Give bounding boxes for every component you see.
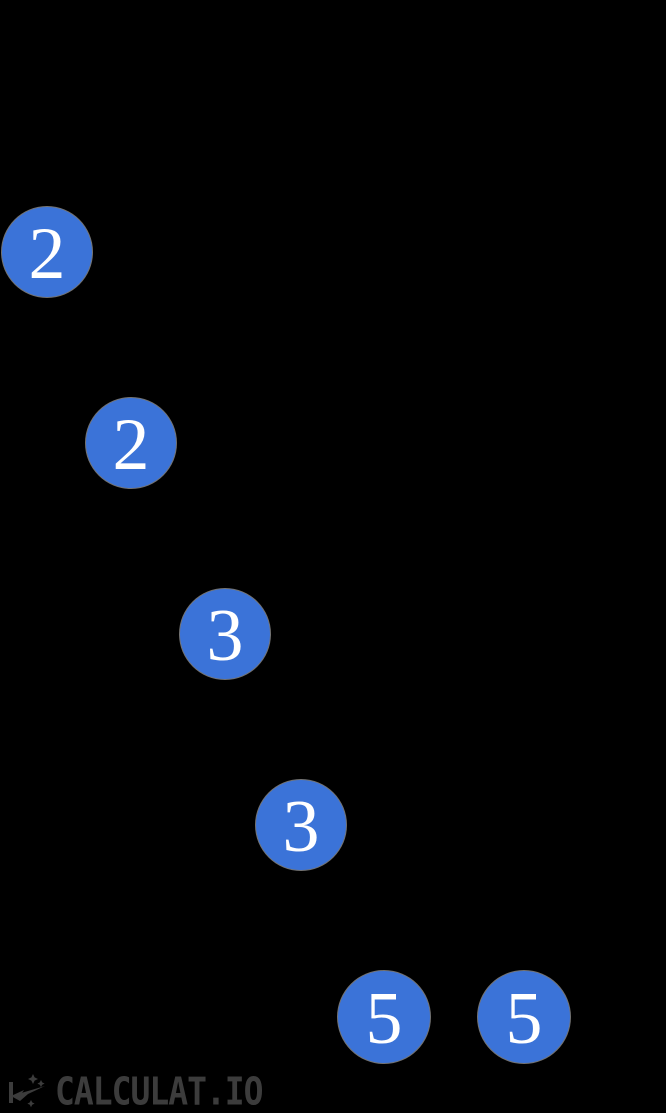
factor-node-5-a: 5 (338, 971, 430, 1063)
factor-node-5-b: 5 (478, 971, 570, 1063)
factor-node-label: 5 (505, 978, 543, 1060)
factor-node-label: 3 (282, 786, 320, 868)
factor-node-label: 3 (206, 595, 244, 677)
factor-node-2-a: 2 (2, 207, 92, 297)
factor-node-3-a: 3 (180, 589, 270, 679)
factor-node-2-b: 2 (86, 398, 176, 488)
factor-node-3-b: 3 (256, 780, 346, 870)
watermark-text: CALCULAT.IO (55, 1068, 264, 1113)
factor-node-label: 5 (365, 978, 403, 1060)
factor-node-label: 2 (112, 404, 150, 486)
watermark: CALCULAT.IO (8, 1068, 264, 1113)
factor-node-label: 2 (28, 213, 66, 295)
rocket-icon (9, 1074, 45, 1108)
